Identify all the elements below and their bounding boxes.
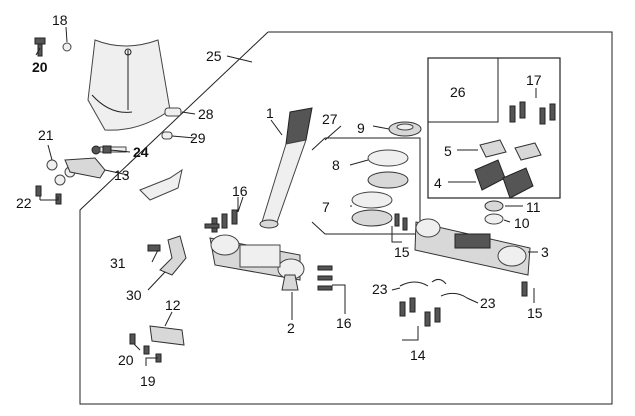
callout-2: 2: [287, 320, 295, 336]
bolts-14: [399, 297, 441, 327]
bolts-19: [143, 345, 162, 363]
bolt-31: [147, 244, 161, 252]
bearing-8: [367, 149, 409, 189]
fork-tube-1: [259, 107, 313, 229]
spacer-29: [161, 131, 173, 140]
callout-13: 13: [114, 167, 130, 183]
top-yoke-3: [414, 218, 531, 276]
callout-25: 25: [206, 48, 222, 64]
bracket-30: [159, 235, 187, 276]
callout-15-right: 15: [527, 305, 543, 321]
callout-3: 3: [541, 244, 549, 260]
assembly-border: [79, 31, 613, 405]
bolt-24: [91, 145, 127, 155]
callout-11: 11: [526, 199, 541, 215]
callout-24: 24: [133, 144, 149, 160]
washer-10: [484, 213, 504, 225]
callout-5: 5: [444, 143, 452, 159]
callout-17: 17: [526, 72, 542, 88]
bearing-group-27-outline: [311, 137, 421, 235]
callout-7: 7: [322, 199, 330, 215]
spacer-28: [164, 107, 182, 117]
callout-8: 8: [332, 157, 340, 173]
subassembly-26-box: [427, 57, 561, 199]
callout-16-upper: 16: [232, 183, 248, 199]
headlight-bracket-13: [64, 157, 183, 201]
bolts-17: [509, 101, 556, 125]
steering-nut-9: [388, 121, 422, 137]
bolts-15-left: [394, 213, 408, 231]
clips-23: [399, 278, 468, 299]
callout-15-left: 15: [394, 244, 410, 260]
bolt-20-top: [34, 37, 46, 57]
callout-31: 31: [110, 255, 126, 271]
subassembly-26-notch: [428, 58, 499, 123]
bolts-22: [35, 185, 62, 205]
washer-11: [484, 200, 504, 212]
risers-4: [474, 159, 534, 199]
callout-18: 18: [52, 12, 68, 28]
clamps-5: [479, 139, 542, 161]
number-plate: [87, 39, 171, 131]
callout-29: 29: [190, 130, 206, 146]
bracket-12: [149, 325, 185, 346]
bolt-20-bottom: [129, 333, 136, 345]
callout-9: 9: [357, 120, 365, 136]
callout-12: 12: [165, 297, 181, 313]
callout-23-left: 23: [372, 281, 388, 297]
callout-28: 28: [198, 106, 214, 122]
callout-14: 14: [410, 347, 426, 363]
callout-4: 4: [434, 175, 442, 191]
callout-16-lower: 16: [336, 315, 352, 331]
callout-23-right: 23: [480, 295, 496, 311]
leader-lines: [35, 26, 538, 366]
washer-18: [62, 42, 72, 52]
callout-1: 1: [266, 105, 274, 121]
callout-30: 30: [126, 287, 142, 303]
callout-21: 21: [38, 127, 54, 143]
callout-20-top: 20: [32, 59, 48, 75]
callout-20-bottom: 20: [118, 352, 134, 368]
bolts-16-lower: [317, 265, 333, 291]
bearing-7: [351, 191, 393, 227]
callout-labels: 18 20 25 28 29 24 21 22 13 1 16 27 8 7 9…: [16, 12, 549, 389]
callout-27: 27: [322, 111, 338, 127]
bottom-yoke-2: [209, 234, 305, 291]
callout-10: 10: [514, 215, 530, 231]
callout-26: 26: [450, 84, 466, 100]
bolts-16-upper: [204, 209, 238, 233]
bolts-15-right: [521, 281, 528, 297]
callout-22: 22: [16, 195, 32, 211]
callout-19: 19: [140, 373, 156, 389]
